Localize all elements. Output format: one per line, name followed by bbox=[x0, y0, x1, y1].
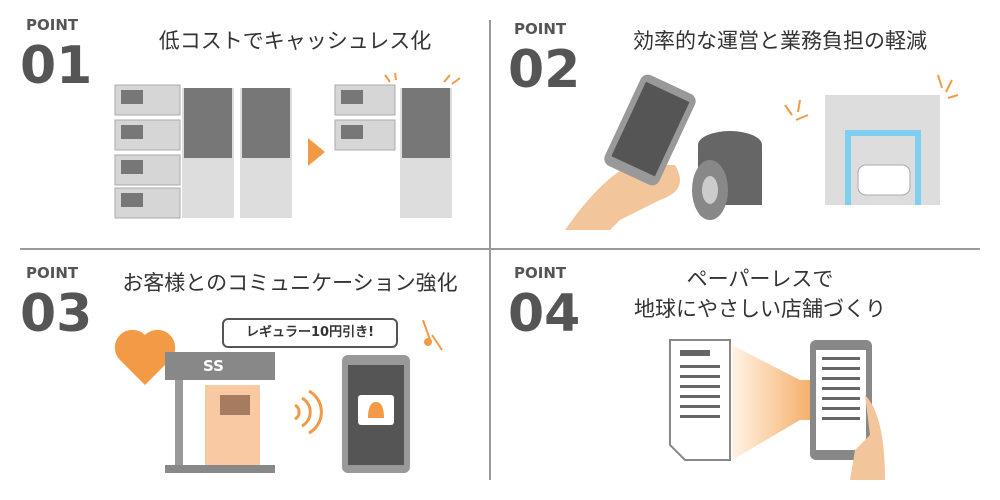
station-sign: SS bbox=[203, 357, 224, 375]
point-number: 02 bbox=[508, 40, 581, 100]
music-note-icon bbox=[422, 320, 443, 351]
vertical-divider bbox=[489, 20, 491, 480]
operations-illustration bbox=[565, 74, 959, 230]
point-01-title: 低コストでキャッシュレス化 bbox=[158, 29, 432, 53]
signal-icon bbox=[294, 389, 323, 435]
horizontal-divider bbox=[20, 248, 980, 250]
paper-document-icon bbox=[669, 339, 731, 461]
point-number: 03 bbox=[20, 284, 93, 344]
point-02-badge: POINT 02 bbox=[508, 20, 580, 100]
point-label: POINT bbox=[26, 264, 79, 282]
arrow-right-icon bbox=[732, 345, 835, 460]
point-01-badge: POINT 01 bbox=[20, 16, 92, 96]
point-04-title-line2: 地球にやさしい店舗づくり bbox=[634, 297, 886, 321]
hand-icon bbox=[565, 165, 680, 230]
kiosk-illustration bbox=[114, 72, 461, 219]
point-number: 01 bbox=[20, 36, 93, 96]
point-03-title: お客様とのコミュニケーション強化 bbox=[122, 271, 458, 295]
tires-icon bbox=[692, 131, 762, 220]
arrow-right-icon bbox=[308, 138, 325, 166]
point-04-badge: POINT 04 bbox=[508, 264, 580, 344]
point-02-title: 効率的な運営と業務負担の軽減 bbox=[633, 29, 927, 53]
heart-icon bbox=[114, 329, 176, 385]
hand-icon bbox=[850, 395, 885, 480]
point-number: 04 bbox=[508, 284, 581, 344]
station-illustration bbox=[114, 320, 443, 473]
point-04-title-line1: ペーパーレスで bbox=[686, 267, 834, 291]
point-label: POINT bbox=[26, 16, 79, 34]
point-label: POINT bbox=[514, 20, 567, 38]
point-03-badge: POINT 03 bbox=[20, 264, 92, 344]
discount-speech-bubble: レギュラー10円引き! bbox=[222, 318, 398, 348]
paperless-illustration bbox=[669, 339, 885, 480]
bell-icon bbox=[368, 402, 384, 418]
point-label: POINT bbox=[514, 264, 567, 282]
